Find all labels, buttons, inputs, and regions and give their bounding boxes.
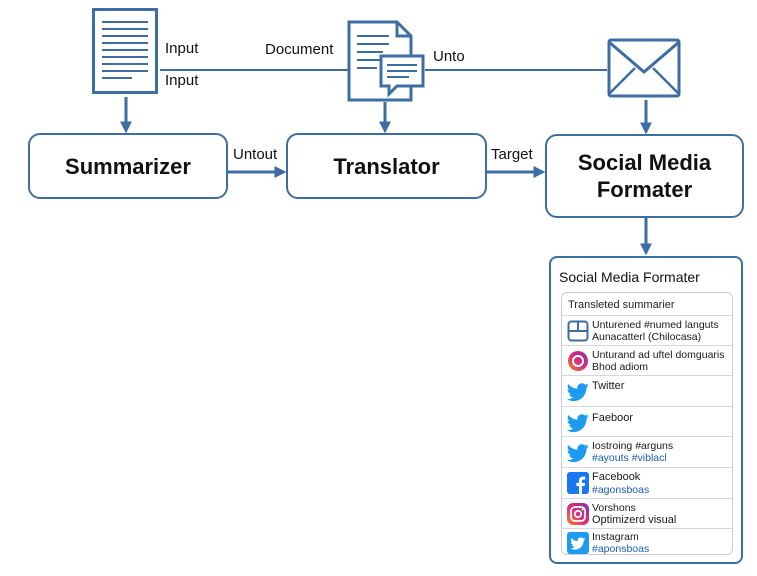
node-social-media-formatter: Social Media Formater	[545, 134, 744, 218]
label-input-2: Input	[165, 72, 199, 89]
list-item: Facebook #agonsboas	[562, 467, 732, 498]
list-item-line: Faeboor	[592, 412, 633, 424]
list-item: Vorshons Optimizerd visual	[562, 498, 732, 528]
list-item: Faeboor	[562, 406, 732, 436]
node-summarizer: Summarizer	[28, 133, 228, 199]
label-untout: Untout	[233, 146, 278, 163]
panel-title: Social Media Formater	[559, 269, 700, 285]
instagram-icon	[567, 503, 589, 525]
document-icon	[92, 8, 158, 94]
twitter-square-icon	[567, 532, 589, 554]
label-target: Target	[491, 146, 533, 163]
list-item-line: Instagram	[592, 531, 639, 543]
label-input-1: Input	[165, 40, 199, 57]
list-item-line: Unturand ad uftel domguaris	[592, 349, 725, 361]
list-item-line: #agonsboas	[592, 484, 650, 496]
list-item-line: Facebook	[592, 471, 641, 483]
list-item: Twitter	[562, 375, 732, 406]
instagram-icon	[568, 351, 588, 371]
list-item-line: Bhod adiom	[592, 361, 649, 373]
document-chat-icon	[347, 20, 425, 102]
list-item-line: Unturened #numed languts	[592, 319, 719, 331]
list-item-line: Optimizerd visual	[592, 514, 677, 526]
layout-icon	[567, 320, 589, 342]
list-item-line: Twitter	[592, 380, 625, 392]
node-formatter-label-line2: Formater	[596, 177, 693, 202]
list-item-line: #aponsboas	[592, 543, 650, 555]
facebook-icon	[567, 472, 589, 494]
card-title: Transleted summarier	[568, 299, 675, 311]
node-translator: Translator	[286, 133, 487, 199]
twitter-icon	[567, 383, 589, 402]
label-document: Document	[265, 41, 334, 58]
node-summarizer-label: Summarizer	[65, 153, 191, 179]
list-item-line: #ayouts #viblacl	[592, 452, 667, 464]
translated-summary-card: Transleted summarier Unturened #numed la…	[561, 292, 733, 555]
list-item-line: Aunacatterl (Chilocasa)	[592, 331, 702, 343]
list-item-line: Iostroing #arguns	[592, 440, 674, 452]
list-item: Instagram #aponsboas	[562, 528, 732, 555]
node-translator-label: Translator	[333, 153, 440, 179]
social-media-formatter-panel: Social Media Formater Transleted summari…	[549, 256, 743, 564]
list-item: Unturened #numed languts Aunacatterl (Ch…	[562, 315, 732, 345]
list-item: Unturand ad uftel domguaris Bhod adiom	[562, 345, 732, 375]
label-unto: Unto	[433, 48, 465, 65]
list-item: Iostroing #arguns #ayouts #viblacl	[562, 436, 732, 467]
envelope-icon	[607, 38, 681, 98]
node-formatter-label-line1: Social Media	[577, 150, 712, 175]
twitter-icon	[567, 444, 589, 463]
list-item-line: Vorshons	[592, 502, 636, 514]
twitter-icon	[567, 414, 589, 433]
